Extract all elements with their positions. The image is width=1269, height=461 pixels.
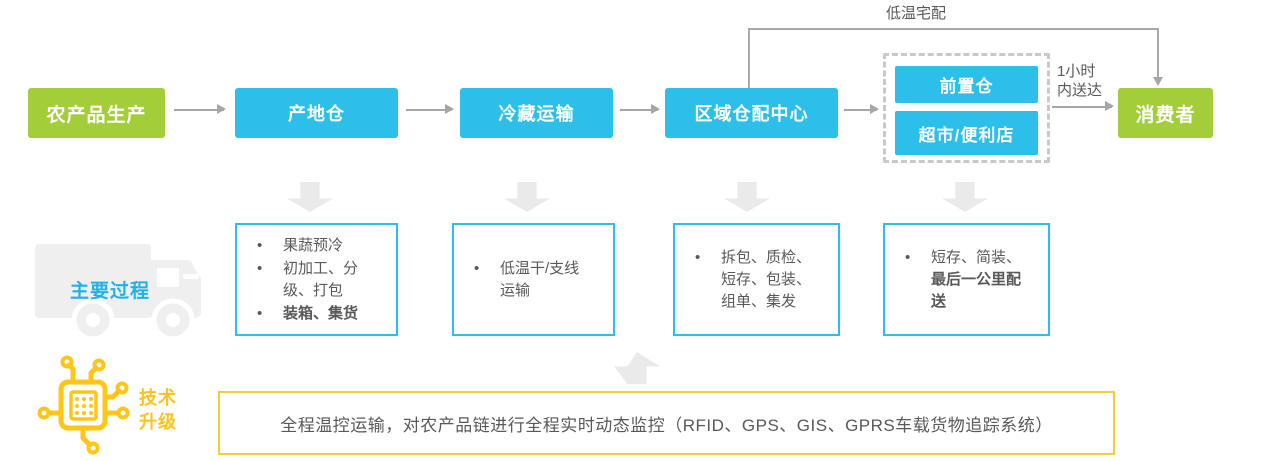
arrow-cold-transport-to-regional [620, 105, 660, 114]
flow-node-production: 农产品生产 [28, 88, 165, 138]
tech-upgrade-label-line1: 技术 [139, 388, 177, 408]
flow-node-regional-center: 区域仓配中心 [665, 88, 838, 138]
flow-node-consumer: 消费者 [1118, 88, 1213, 138]
process-bullet: 初加工、分 级、打包 [257, 258, 358, 302]
delivery-time-note-line1: 1小时 [1057, 63, 1096, 80]
arrow-production-to-origin [174, 105, 226, 114]
tech-upgrade-label-line2: 升级 [139, 412, 177, 432]
flow-node-origin-warehouse-label: 产地仓 [288, 104, 345, 124]
process-bullet: 装箱、集货 [257, 303, 358, 325]
delivery-time-note: 1小时 内送达 [1057, 62, 1102, 100]
tech-upgrade-section-label: 技术 升级 [139, 386, 177, 434]
process-box-cold-transport-list: 低温干/支线 运输 [454, 257, 585, 303]
arrow-regional-to-stores [844, 105, 879, 114]
flow-node-cold-transport: 冷藏运输 [460, 88, 613, 138]
process-box-origin-warehouse: 果蔬预冷初加工、分 级、打包装箱、集货 [235, 223, 398, 336]
cold-home-delivery-label: 低温宅配 [886, 5, 947, 22]
process-bullet: 低温干/支线 运输 [474, 258, 579, 302]
process-bullet: 短存、简装、 最后一公里配 送 [905, 247, 1021, 313]
arrow-origin-to-cold-transport [406, 105, 454, 114]
cold-home-delivery-arrowhead [1153, 77, 1163, 86]
process-box-cold-transport: 低温干/支线 运输 [452, 223, 615, 336]
tech-monitoring-note-text: 全程温控运输，对农产品链进行全程实时动态监控（RFID、GPS、GIS、GPRS… [280, 415, 1053, 435]
process-box-stores: 短存、简装、 最后一公里配 送 [883, 223, 1050, 336]
store-group-dashed-box [883, 53, 1050, 163]
block-arrow-down-1 [287, 182, 333, 212]
flow-node-front-warehouse: 前置仓 [895, 66, 1038, 103]
process-box-regional-center: 拆包、质检、 短存、包装、 组单、集发 [673, 223, 840, 336]
truck-icon [33, 228, 211, 347]
process-bullet: 拆包、质检、 短存、包装、 组单、集发 [695, 247, 811, 313]
flow-node-supermarket: 超市/便利店 [895, 111, 1038, 155]
flow-node-consumer-label: 消费者 [1135, 104, 1196, 126]
process-box-origin-warehouse-list: 果蔬预冷初加工、分 级、打包装箱、集货 [237, 234, 364, 326]
flow-node-regional-center-label: 区域仓配中心 [694, 104, 809, 124]
flow-node-production-label: 农产品生产 [46, 104, 147, 126]
cold-home-delivery-line-down [1157, 28, 1159, 78]
block-arrow-down-3 [724, 182, 770, 212]
flow-node-cold-transport-label: 冷藏运输 [498, 104, 575, 124]
delivery-time-note-line2: 内送达 [1057, 82, 1103, 99]
block-arrow-up [614, 352, 660, 384]
process-bullet: 果蔬预冷 [257, 235, 358, 257]
cold-home-delivery-line-across [748, 28, 1158, 30]
cold-home-delivery-line-up [748, 28, 750, 88]
process-box-regional-center-list: 拆包、质检、 短存、包装、 组单、集发 [675, 246, 817, 314]
block-arrow-down-2 [504, 182, 550, 212]
process-box-stores-list: 短存、简装、 最后一公里配 送 [885, 246, 1027, 314]
block-arrow-down-4 [942, 182, 988, 212]
chip-circuit-icon [28, 351, 138, 461]
flow-node-origin-warehouse: 产地仓 [235, 88, 398, 138]
tech-monitoring-note-box: 全程温控运输，对农产品链进行全程实时动态监控（RFID、GPS、GIS、GPRS… [218, 391, 1115, 455]
arrow-stores-to-consumer [1052, 102, 1114, 111]
main-process-section-label: 主要过程 [70, 281, 151, 302]
flow-node-supermarket-label: 超市/便利店 [918, 125, 1015, 145]
flow-node-front-warehouse-label: 前置仓 [939, 77, 994, 96]
